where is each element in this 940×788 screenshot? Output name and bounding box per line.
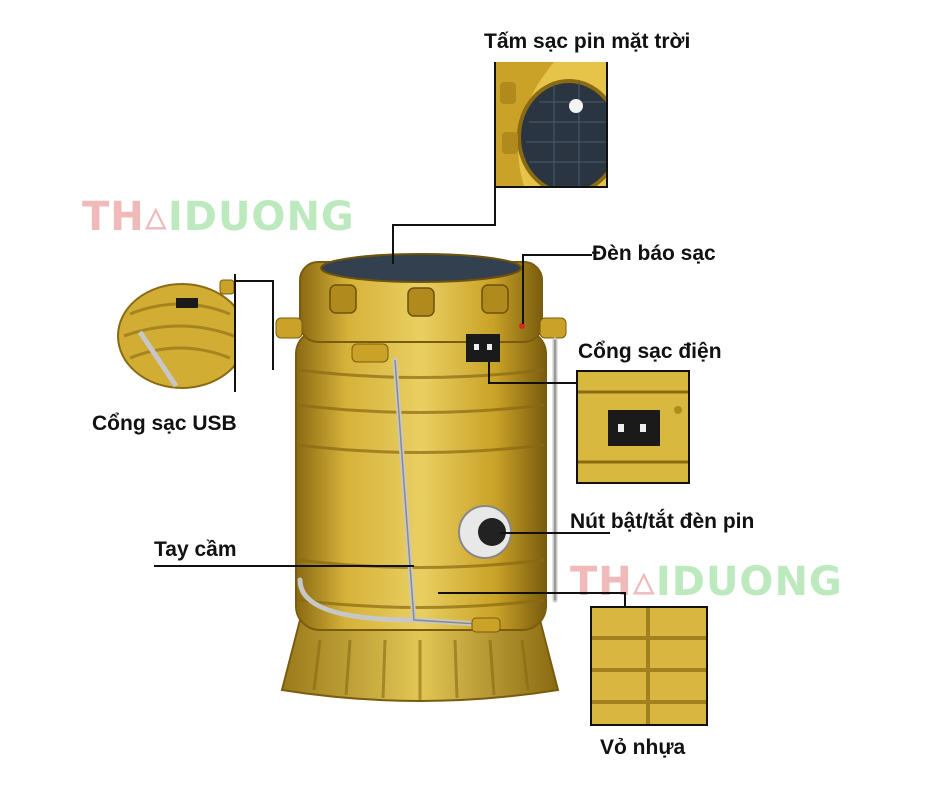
leader-indicator-horizontal (522, 254, 592, 256)
leader-shell-vertical (624, 592, 626, 608)
inset-plastic-shell (590, 606, 708, 726)
leader-power-vertical (488, 362, 490, 384)
leader-switch (500, 532, 610, 534)
label-charge-indicator: Đèn báo sạc (592, 242, 716, 265)
label-power-port: Cổng sạc điện (578, 340, 722, 363)
solar-panel-closeup (494, 62, 606, 186)
leader-power-horizontal (488, 382, 578, 384)
watermark-top: TH▵IDUONG (82, 190, 355, 241)
label-switch-button: Nút bật/tắt đèn pin (570, 510, 755, 533)
label-plastic-shell: Vỏ nhựa (600, 736, 686, 759)
inset-solar-panel (494, 62, 608, 188)
leader-solar-down (392, 224, 394, 264)
usb-port-closeup (110, 274, 234, 392)
power-port (466, 334, 500, 362)
leader-shell-horizontal (438, 592, 626, 594)
leader-usb-horizontal (234, 280, 274, 282)
plastic-shell-closeup (592, 608, 706, 724)
leader-handle (154, 565, 414, 567)
leader-usb-vertical (272, 280, 274, 370)
charge-indicator-led (519, 323, 525, 329)
label-solar-panel: Tấm sạc pin mặt trời (484, 30, 691, 53)
leader-indicator-vertical (522, 254, 524, 324)
inset-usb-port (110, 274, 236, 392)
inset-power-port (576, 370, 690, 484)
leader-solar-horizontal (392, 224, 496, 226)
watermark-bottom: TH▵IDUONG (570, 555, 843, 606)
leader-solar-vertical (494, 62, 496, 226)
label-handle: Tay cầm (154, 538, 237, 561)
solar-panel-top (320, 253, 522, 283)
label-usb-port: Cổng sạc USB (92, 412, 237, 435)
power-port-closeup (578, 372, 688, 482)
